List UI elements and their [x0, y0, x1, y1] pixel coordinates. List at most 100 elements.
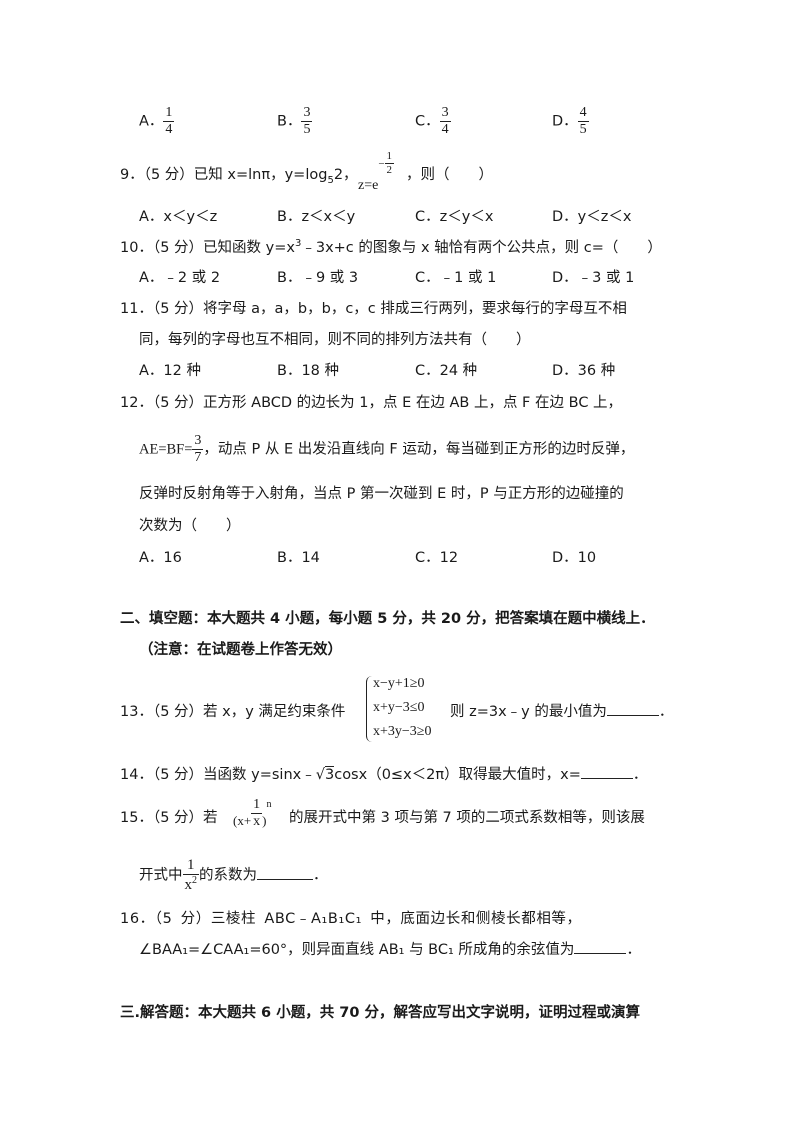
q14-stem: 14．（5 分）当函数 y=sinx﹣√3cosx（0≤x＜2π）取得最大值时，… — [120, 763, 647, 784]
q13-stem-a: 13．（5 分）若 x，y 满足约束条件 — [120, 704, 346, 720]
q9-stem-a: 9．（5 分）已知 x=lnπ，y=log — [120, 167, 328, 183]
section3-heading: 三.解答题：本大题共 6 小题，共 70 分，解答应写出文字说明，证明过程或演算 — [120, 1005, 640, 1021]
q9-option-b: B．z＜x＜y — [277, 209, 356, 225]
q11-option-d: D．36 种 — [552, 363, 616, 379]
q16-line2-a: ∠BAA₁=∠CAA₁=60°，则异面直线 AB₁ 与 BC₁ 所成角的余弦值为 — [139, 942, 575, 958]
numerator: 3 — [439, 105, 451, 122]
binomial-open: (x+ — [233, 813, 252, 829]
option-label: D． — [552, 113, 578, 130]
denominator: 4 — [441, 122, 449, 137]
q15-line2-a: 开式中 — [139, 867, 183, 884]
log-base: 5 — [327, 174, 334, 186]
exp-sign: − — [378, 157, 385, 170]
q12-option-d: D．10 — [552, 550, 597, 566]
numerator: 1 — [182, 858, 199, 875]
system-brace — [366, 676, 373, 742]
denominator: 4 — [165, 122, 173, 137]
q16-line2: ∠BAA₁=∠CAA₁=60°，则异面直线 AB₁ 与 BC₁ 所成角的余弦值为… — [139, 938, 641, 959]
option-label: A． — [139, 113, 164, 130]
q11-line1: 11．（5 分）将字母 a，a，b，b，c，c 排成三行两列，要求每行的字母互不… — [120, 301, 627, 317]
q15-line2-b: 的系数为 — [199, 867, 257, 884]
q9-option-a: A．x＜y＜z — [139, 209, 218, 225]
binomial-close: ) — [262, 813, 267, 829]
exponent: 3 — [294, 238, 302, 250]
period: ． — [626, 942, 641, 958]
q11-option-a: A．12 种 — [139, 363, 201, 379]
numerator: 3 — [192, 433, 204, 450]
sqrt-symbol: √ — [315, 767, 325, 783]
q10-stem-a: 10．（5 分）已知函数 y=x — [120, 240, 295, 256]
q12-line2-rest: ，动点 P 从 E 出发沿直线向 F 运动，每当碰到正方形的边时反弹， — [203, 441, 635, 458]
q16-line1: 16．（5 分）三棱柱 ABC﹣A₁B₁C₁ 中，底面边长和侧棱长都相等， — [120, 911, 582, 927]
option-label: C． — [415, 113, 440, 130]
period: ． — [313, 867, 328, 884]
numerator: 1 — [384, 150, 395, 164]
sqrt-arg: 3 — [324, 766, 335, 783]
denominator: x — [253, 814, 261, 829]
numerator: 3 — [301, 105, 313, 122]
q10-stem: 10．（5 分）已知函数 y=x3﹣3x+c 的图象与 x 轴恰有两个公共点，则… — [120, 236, 662, 257]
answer-blank — [574, 941, 627, 954]
q9-stem-b: 2， — [333, 167, 358, 183]
option-label: B． — [277, 113, 302, 130]
q14-stem-a: 14．（5 分）当函数 y=sinx﹣ — [120, 767, 316, 783]
denominator-exp: 2 — [192, 875, 197, 886]
q10-option-b: B．﹣9 或 3 — [277, 270, 359, 286]
period: ． — [658, 704, 674, 720]
period: ． — [632, 767, 648, 783]
answer-blank — [606, 703, 659, 716]
q9-option-d: D．y＜z＜x — [552, 209, 632, 225]
denominator: 5 — [579, 122, 587, 137]
section2-note: （注意：在试题卷上作答无效） — [139, 642, 342, 658]
denominator: 7 — [194, 450, 202, 465]
q12-option-b: B．14 — [277, 550, 320, 566]
exponent-n: n — [266, 799, 272, 811]
q15-stem-b: 的展开式中第 3 项与第 7 项的二项式系数相等，则该展 — [289, 810, 645, 826]
q9-stem: 9．（5 分）已知 x=lnπ，y=log52， — [120, 163, 358, 186]
numerator: 1 — [163, 105, 175, 122]
q12-option-c: C．12 — [415, 550, 459, 566]
q14-stem-b: cosx（0≤x＜2π）取得最大值时，x= — [334, 767, 581, 783]
q12-line1: 12．（5 分）正方形 ABCD 的边长为 1，点 E 在边 AB 上，点 F … — [120, 395, 623, 411]
q11-line2: 同，每列的字母也互不相同，则不同的排列方法共有（ ） — [139, 332, 531, 348]
numerator: 4 — [577, 105, 589, 122]
denominator: x2 — [183, 875, 200, 893]
q10-stem-b: ﹣3x+c 的图象与 x 轴恰有两个公共点，则 c=（ ） — [301, 240, 662, 256]
z-equals-e: z=e — [358, 177, 379, 193]
q9-option-c: C．z＜y＜x — [415, 209, 494, 225]
q12-line4: 次数为（ ） — [139, 518, 241, 534]
q12-line3: 反弹时反射角等于入射角，当点 P 第一次碰到 E 时，P 与正方形的边碰撞的 — [139, 486, 624, 502]
q10-option-c: C．﹣1 或 1 — [415, 270, 497, 286]
denominator: 5 — [303, 122, 311, 137]
answer-blank — [580, 766, 633, 779]
constraint-1: x−y+1≥0 — [373, 676, 425, 691]
q9-stem-c: ，则（ ） — [406, 167, 493, 183]
numerator: 1 — [251, 797, 263, 814]
q10-option-d: D．﹣3 或 1 — [552, 270, 635, 286]
q11-option-b: B．18 种 — [277, 363, 340, 379]
ae-bf-label: AE=BF= — [139, 441, 193, 458]
denominator: 2 — [386, 164, 393, 176]
answer-blank — [257, 867, 313, 880]
q13-stem-b: 则 z=3x﹣y 的最小值为 — [450, 704, 607, 720]
q11-option-c: C．24 种 — [415, 363, 478, 379]
q10-option-a: A．﹣2 或 2 — [139, 270, 221, 286]
section2-heading: 二、填空题：本大题共 4 小题，每小题 5 分，共 20 分，把答案填在题中横线… — [120, 611, 655, 627]
constraint-3: x+3y−3≥0 — [373, 724, 432, 739]
constraint-system: x−y+1≥0 x+y−3≤0 x+3y−3≥0 — [373, 675, 431, 741]
